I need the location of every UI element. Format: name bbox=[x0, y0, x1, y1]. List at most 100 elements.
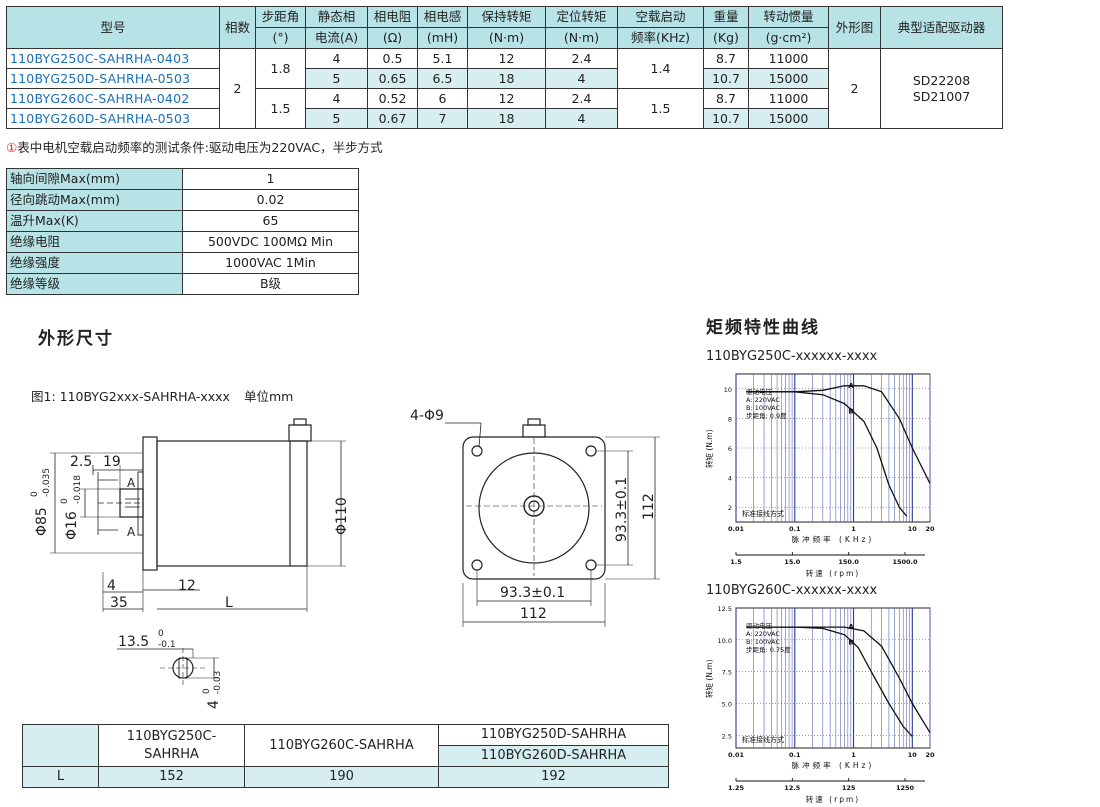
series-line-B bbox=[746, 626, 913, 737]
holding-cell: 12 bbox=[467, 88, 546, 109]
dim-keyw-tol-up: 0 bbox=[202, 688, 212, 694]
rpm-tick-label: 1250 bbox=[896, 784, 915, 792]
x-tick-label: 1 bbox=[851, 751, 856, 759]
x-tick-label: 0.1 bbox=[789, 525, 801, 533]
unit-detent-torque: (N·m) bbox=[545, 27, 618, 49]
table-row: 110BYG260C-SAHRHA-0402 1.5 4 0.52 6 12 2… bbox=[6, 88, 1003, 129]
current-cell: 4 bbox=[305, 88, 368, 109]
rpm-tick-label: 1.25 bbox=[728, 784, 745, 792]
wiring-mode-label: 标准接线方式 bbox=[742, 509, 784, 518]
dim-key-tol-up: 0 bbox=[158, 629, 164, 639]
rpm-tick-label: 15.0 bbox=[784, 558, 801, 566]
x-tick-label: 10 bbox=[908, 751, 918, 759]
rpm-tick-label: 1500.0 bbox=[892, 558, 918, 566]
dim-phi16-tol-dn: -0.018 bbox=[73, 475, 83, 504]
resistance-cell: 0.5 bbox=[367, 48, 418, 69]
driver-1: SD22208 bbox=[912, 72, 971, 88]
y-tick-label: 2.5 bbox=[722, 732, 732, 740]
spec-table: 型号 相数 步距角 静态相 相电阻 相电感 保持转矩 定位转矩 空载启动 重量 … bbox=[6, 6, 1003, 129]
dim-phi110: Φ110 bbox=[334, 497, 350, 535]
series-label: A bbox=[848, 623, 854, 631]
y-tick-label: 5.0 bbox=[722, 700, 732, 708]
dim-key-tol-dn: -0.1 bbox=[158, 640, 176, 650]
dim-phi16-tol-up: 0 bbox=[60, 498, 70, 504]
header-driver: 典型适配驱动器 bbox=[880, 6, 1003, 49]
frequency-cell: 1.4 bbox=[617, 48, 704, 89]
legend-line: A: 220VAC bbox=[746, 630, 780, 638]
length-col-260c: 110BYG260C-SAHRHA bbox=[244, 724, 439, 767]
table-row: 110BYG250C-SAHRHA-0403 2 1.8 4 0.5 5.1 1… bbox=[6, 48, 1003, 129]
weight-cell: 10.7 bbox=[703, 68, 749, 89]
resistance-cell: 0.52 bbox=[367, 88, 418, 109]
unit-inductance: (mH) bbox=[417, 27, 468, 49]
param-key: 径向跳动Max(mm) bbox=[6, 189, 183, 211]
param-value: 0.02 bbox=[182, 189, 359, 211]
model-cell: 110BYG250D-SAHRHA-0503 bbox=[6, 68, 220, 89]
mount-hole bbox=[585, 445, 597, 457]
series-label: B bbox=[848, 639, 853, 647]
param-key: 绝缘等级 bbox=[6, 273, 183, 295]
y-tick-label: 12.5 bbox=[718, 605, 732, 613]
header-detent-torque: 定位转矩 bbox=[545, 6, 618, 28]
unit-step-angle: (°) bbox=[255, 27, 306, 49]
current-cell: 5 bbox=[305, 108, 368, 129]
param-key: 温升Max(K) bbox=[6, 210, 183, 232]
y-axis-label: 转矩 (N.m) bbox=[704, 429, 714, 468]
table-row: 110BYG250C-SAHRHA 110BYG260C-SAHRHA 110B… bbox=[22, 724, 669, 767]
series-line-B bbox=[746, 391, 908, 517]
y-tick-label: 10.0 bbox=[718, 637, 732, 645]
weight-cell: 8.7 bbox=[703, 48, 749, 69]
unit-weight: (Kg) bbox=[703, 27, 749, 49]
header-resistance: 相电阻 bbox=[367, 6, 418, 28]
step-angle-cell: 1.5 bbox=[255, 88, 306, 129]
dimension-drawing: 2.5 19 A A Φ85 0 -0.035 Φ16 0 -0.018 Φ11… bbox=[30, 408, 660, 709]
dim-keyw-tol-dn: -0.03 bbox=[213, 671, 223, 694]
dim-side-vertical: 112 bbox=[641, 493, 657, 520]
header-current: 静态相 bbox=[305, 6, 368, 28]
x-tick-label: 20 bbox=[925, 751, 935, 759]
dim-pitch-horizontal: 93.3±0.1 bbox=[500, 585, 565, 601]
rpm-tick-label: 12.5 bbox=[784, 784, 801, 792]
length-table: 110BYG250C-SAHRHA 110BYG260C-SAHRHA 110B… bbox=[22, 724, 669, 788]
rpm-axis-label: 转速 (rpm) bbox=[806, 794, 860, 804]
rpm-tick-label: 1.5 bbox=[730, 558, 742, 566]
x-tick-label: 20 bbox=[925, 525, 935, 533]
chart-2-title: 110BYG260C-xxxxxx-xxxx bbox=[706, 583, 878, 598]
header-inductance: 相电感 bbox=[417, 6, 468, 28]
inductance-cell: 6.5 bbox=[417, 68, 468, 89]
length-row-label: L bbox=[22, 766, 99, 788]
dim-phi16: Φ16 bbox=[64, 511, 80, 540]
model-cell: 110BYG250C-SAHRHA-0403 bbox=[6, 48, 220, 69]
driver-cell: SD22208 SD21007 bbox=[880, 48, 1003, 129]
weight-cell: 8.7 bbox=[703, 88, 749, 109]
inductance-cell: 6 bbox=[417, 88, 468, 109]
param-value: 1 bbox=[182, 168, 359, 190]
mount-hole bbox=[585, 559, 597, 571]
series-line-A bbox=[746, 385, 931, 484]
inertia-cell: 15000 bbox=[748, 108, 829, 129]
note-marker: ① bbox=[6, 140, 18, 155]
length-corner bbox=[22, 724, 99, 767]
param-value: 500VDC 100MΩ Min bbox=[182, 231, 359, 253]
length-value: 152 bbox=[98, 766, 245, 788]
legend-line: B: 100VAC bbox=[746, 638, 780, 646]
note-text: 表中电机空载启动频率的测试条件:驱动电压为220VAC，半步方式 bbox=[17, 140, 383, 155]
phases-cell: 2 bbox=[219, 48, 256, 129]
unit-current: 电流(A) bbox=[305, 27, 368, 49]
detent-cell: 2.4 bbox=[545, 48, 618, 69]
table-row: 轴向间隙Max(mm)1 bbox=[6, 168, 359, 190]
outline-cell: 2 bbox=[828, 48, 881, 129]
dim-2-5: 2.5 bbox=[70, 454, 92, 470]
current-cell: 5 bbox=[305, 68, 368, 89]
motor-body bbox=[156, 440, 308, 567]
length-col-260d: 110BYG260D-SAHRHA bbox=[438, 745, 669, 767]
x-tick-label: 10 bbox=[908, 525, 918, 533]
figure-unit: 单位mm bbox=[243, 389, 294, 404]
table-row: 温升Max(K)65 bbox=[6, 210, 359, 232]
motor-flange bbox=[142, 436, 158, 571]
unit-start-frequency: 频率(KHz) bbox=[617, 27, 704, 49]
detent-cell: 4 bbox=[545, 68, 618, 89]
